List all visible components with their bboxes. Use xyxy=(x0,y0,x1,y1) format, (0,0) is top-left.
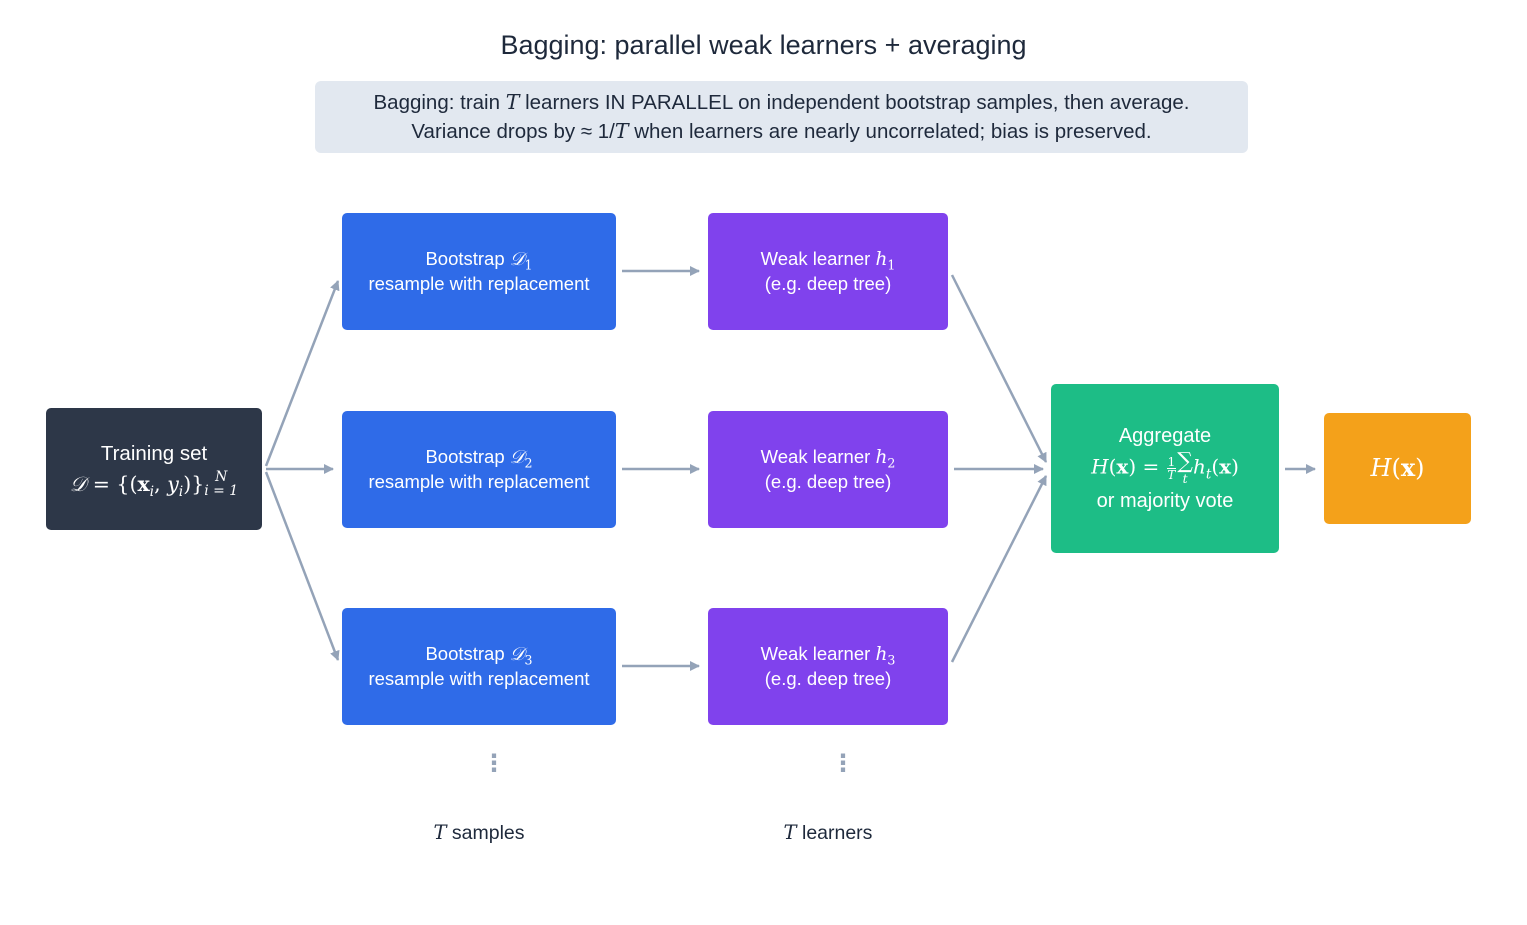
bootstrap-node-1: Bootstrap 𝒟1 resample with replacement xyxy=(342,213,616,330)
note-line-2: Variance drops by ≈ 1/T when learners ar… xyxy=(411,119,1152,143)
diagram-title: Bagging: parallel weak learners + averag… xyxy=(500,30,1027,60)
weak-learner-node-2: Weak learner h2 (e.g. deep tree) xyxy=(708,411,948,528)
note-line-1: Bagging: train T learners IN PARALLEL on… xyxy=(373,90,1190,114)
bootstrap-node-3: Bootstrap 𝒟3 resample with replacement xyxy=(342,608,616,725)
explanation-note: Bagging: train T learners IN PARALLEL on… xyxy=(315,81,1248,153)
arrow-learner-1-to-aggregate xyxy=(950,274,1048,463)
weak-learner-node-1: Weak learner h1 (e.g. deep tree) xyxy=(708,213,948,330)
aggregate-sublabel: or majority vote xyxy=(1096,489,1234,512)
arrow-training-to-bootstrap-1 xyxy=(264,280,340,467)
aggregate-label: Aggregate xyxy=(1118,425,1212,448)
learners-caption: T learners xyxy=(783,821,873,844)
bootstrap-node-2: Bootstrap 𝒟2 resample with replacement xyxy=(342,411,616,528)
bootstrap-title: Bootstrap 𝒟1 xyxy=(425,248,533,273)
bootstrap-sublabel: resample with replacement xyxy=(368,273,590,294)
bootstrap-sublabel: resample with replacement xyxy=(368,471,590,492)
learner-title: Weak learner h2 xyxy=(760,446,896,471)
output-formula: H(x) xyxy=(1370,453,1425,482)
learner-sublabel: (e.g. deep tree) xyxy=(764,668,892,689)
bootstrap-title: Bootstrap 𝒟2 xyxy=(425,446,533,471)
samples-caption: T samples xyxy=(433,821,525,844)
arrow-training-to-bootstrap-3 xyxy=(264,471,340,661)
bootstrap-title: Bootstrap 𝒟3 xyxy=(425,643,533,668)
learner-title: Weak learner h3 xyxy=(760,643,896,668)
bootstrap-sublabel: resample with replacement xyxy=(368,668,590,689)
more-learners-ellipsis: ⋮ xyxy=(831,750,855,777)
learner-sublabel: (e.g. deep tree) xyxy=(764,471,892,492)
more-bootstraps-ellipsis: ⋮ xyxy=(482,750,506,777)
arrow-learner-3-to-aggregate xyxy=(950,475,1048,663)
weak-learner-node-3: Weak learner h3 (e.g. deep tree) xyxy=(708,608,948,725)
learner-sublabel: (e.g. deep tree) xyxy=(764,273,892,294)
learner-title: Weak learner h1 xyxy=(760,248,896,273)
training-set-label: Training set xyxy=(100,441,208,465)
output-node: H(x) xyxy=(1324,413,1471,524)
